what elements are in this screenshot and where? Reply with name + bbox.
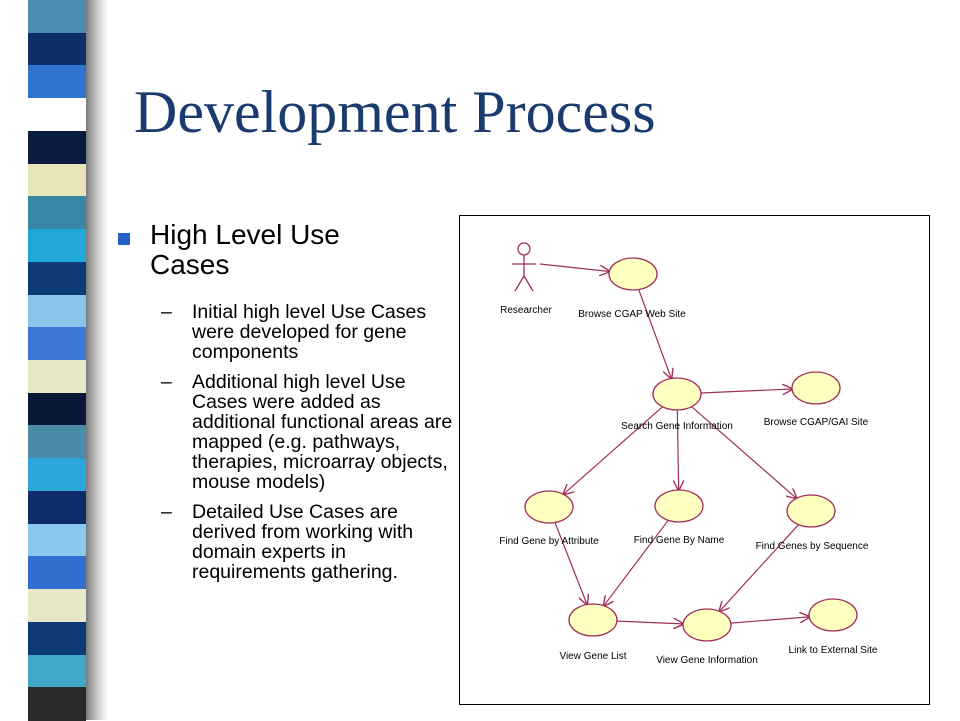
- use-case-link-to-external-site: Link to External Site: [789, 598, 878, 656]
- stripe-segment: [28, 556, 86, 591]
- slide-title: Development Process: [134, 79, 656, 145]
- use-case-label: Browse CGAP Web Site: [578, 309, 686, 320]
- connection-actor-to-browse-cgap-web-site: [539, 263, 609, 272]
- connection-find-genes-by-sequence-to-view-gene-information: [720, 524, 799, 612]
- use-case-label: Link to External Site: [789, 645, 878, 656]
- sub-bullet-text: Initial high level Use Cases were develo…: [192, 301, 427, 363]
- use-case-ellipse: [808, 598, 858, 632]
- stripe-segment: [28, 294, 86, 329]
- stripe-segment: [28, 360, 86, 394]
- stripe-segment: [28, 589, 86, 623]
- actor-researcher: Researcher: [500, 242, 553, 316]
- use-case-ellipse: [682, 608, 732, 642]
- use-case-find-gene-by-name: Find Gene By Name: [634, 489, 725, 546]
- connection-find-gene-by-attribute-to-view-gene-list: [554, 522, 587, 605]
- decorative-stripe-bar: [28, 0, 86, 721]
- dash-marker: –: [161, 501, 172, 523]
- stripe-segment: [28, 687, 86, 721]
- use-case-label: View Gene List: [559, 651, 626, 662]
- stripe-segment: [28, 229, 86, 263]
- use-case-view-gene-list: View Gene List: [559, 603, 627, 662]
- stripe-segment: [28, 0, 86, 34]
- connection-search-gene-information-to-find-gene-by-attribute: [564, 406, 663, 494]
- use-case-label: Find Gene By Name: [634, 535, 725, 546]
- stripe-segment: [28, 196, 86, 231]
- stick-figure-icon: [512, 242, 536, 292]
- connection-view-gene-list-to-view-gene-information: [616, 621, 683, 624]
- dash-marker: –: [161, 371, 172, 393]
- stripe-segment: [28, 130, 86, 165]
- use-case-ellipse: [524, 490, 574, 524]
- connection-browse-cgap-web-site-to-search-gene-information: [638, 289, 672, 379]
- stripe-segment: [28, 392, 86, 427]
- use-case-label: Find Genes by Sequence: [756, 541, 869, 552]
- stripe-segment: [28, 523, 86, 558]
- connection-search-gene-information-to-find-genes-by-sequence: [691, 406, 797, 499]
- sub-bullet-item: – Initial high level Use Cases were deve…: [116, 302, 462, 362]
- dash-marker: –: [161, 301, 172, 323]
- use-case-ellipse: [791, 371, 841, 405]
- stripe-segment: [28, 621, 86, 656]
- sub-bullet-text: Additional high level Use Cases were add…: [192, 371, 453, 493]
- bullet-list: High Level Use Cases – Initial high leve…: [116, 220, 462, 592]
- use-case-ellipse: [652, 377, 702, 411]
- stripe-segment: [28, 32, 86, 67]
- use-case-ellipse: [608, 257, 658, 291]
- stripe-shadow: [86, 0, 108, 720]
- sub-bullet-item: – Additional high level Use Cases were a…: [116, 372, 462, 492]
- connection-lines: [539, 263, 809, 624]
- square-bullet-icon: [118, 233, 130, 245]
- bullet-main: High Level Use Cases: [116, 220, 462, 280]
- use-case-ellipse: [786, 494, 836, 528]
- stripe-segment: [28, 261, 86, 296]
- use-case-label: View Gene Information: [656, 655, 758, 666]
- sub-bullet-item: – Detailed Use Cases are derived from wo…: [116, 502, 462, 582]
- stripe-segment: [28, 65, 86, 100]
- stripe-segment: [28, 654, 86, 689]
- use-case-find-genes-by-sequence: Find Genes by Sequence: [756, 494, 869, 552]
- bullet-main-text: High Level Use Cases: [150, 219, 340, 280]
- stripe-segment: [28, 425, 86, 460]
- actor-label: Researcher: [500, 305, 552, 316]
- stripe-segment: [28, 327, 86, 361]
- stripe-segment: [28, 490, 86, 525]
- use-case-label: Search Gene Information: [621, 421, 733, 432]
- connection-find-gene-by-name-to-view-gene-list: [604, 519, 669, 605]
- sub-bullet-text: Detailed Use Cases are derived from work…: [192, 501, 414, 583]
- use-case-browse-cgap-web-site: Browse CGAP Web Site: [578, 257, 686, 320]
- use-case-ellipse: [568, 603, 618, 637]
- connection-search-gene-information-to-browse-cgap-gai-site: [700, 389, 792, 393]
- connection-search-gene-information-to-find-gene-by-name: [677, 409, 678, 490]
- use-case-label: Find Gene by Attribute: [499, 536, 599, 547]
- use-case-view-gene-information: View Gene Information: [656, 608, 758, 666]
- connection-view-gene-information-to-link-to-external-site: [730, 617, 809, 624]
- sub-bullet-list: – Initial high level Use Cases were deve…: [116, 302, 462, 582]
- use-case-label: Browse CGAP/GAI Site: [764, 417, 869, 428]
- use-case-ellipse: [654, 489, 704, 523]
- use-case-search-gene-information: Search Gene Information: [621, 377, 733, 432]
- stripe-segment: [28, 163, 86, 198]
- stripe-segment: [28, 98, 86, 132]
- use-case-browse-cgap-gai-site: Browse CGAP/GAI Site: [764, 371, 869, 428]
- stripe-segment: [28, 458, 86, 492]
- use-case-find-gene-by-attribute: Find Gene by Attribute: [499, 490, 599, 547]
